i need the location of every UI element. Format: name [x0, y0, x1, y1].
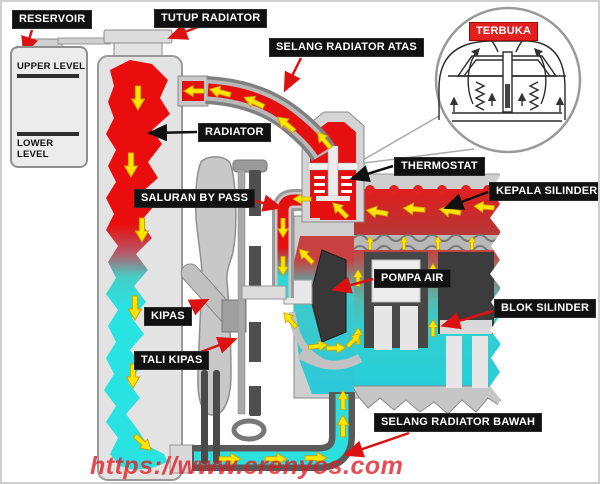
label-thermostat: THERMOSTAT	[394, 157, 485, 176]
label-tali-kipas: TALI KIPAS	[134, 351, 210, 370]
label-selang-radiator-bawah: SELANG RADIATOR BAWAH	[374, 413, 543, 432]
label-reservoir: RESERVOIR	[12, 10, 93, 29]
lower-level-text: LOWER LEVEL	[17, 138, 54, 160]
label-kipas: KIPAS	[144, 307, 192, 326]
upper-level-text: UPPER LEVEL	[17, 61, 86, 72]
break-edge	[490, 158, 598, 428]
lower-level-bar	[17, 132, 79, 136]
watermark-url: https://www.crenyos.com	[90, 452, 404, 480]
label-terbuka: TERBUKA	[469, 22, 539, 41]
label-radiator: RADIATOR	[198, 123, 271, 142]
label-pompa-air: POMPA AIR	[374, 269, 451, 288]
thermostat-main	[307, 145, 359, 201]
pistons	[364, 252, 494, 388]
reservoir-tank: UPPER LEVEL LOWER LEVEL	[10, 46, 88, 168]
radiator-coolant	[104, 60, 170, 470]
radiator-shape	[97, 29, 209, 481]
label-kepala-silinder: KEPALA SILINDER	[489, 182, 598, 201]
label-saluran-by-pass: SALURAN BY PASS	[134, 189, 256, 208]
label-tutup-radiator: TUTUP RADIATOR	[154, 9, 268, 28]
upper-radiator-hose	[204, 76, 337, 162]
magnifier-cone	[355, 115, 475, 165]
label-selang-radiator-atas: SELANG RADIATOR ATAS	[269, 38, 424, 57]
upper-level-bar	[17, 74, 79, 78]
water-pump	[283, 236, 363, 394]
pump-shaft	[241, 285, 287, 300]
crankcase	[351, 385, 503, 415]
label-blok-silinder: BLOK SILINDER	[494, 299, 597, 318]
